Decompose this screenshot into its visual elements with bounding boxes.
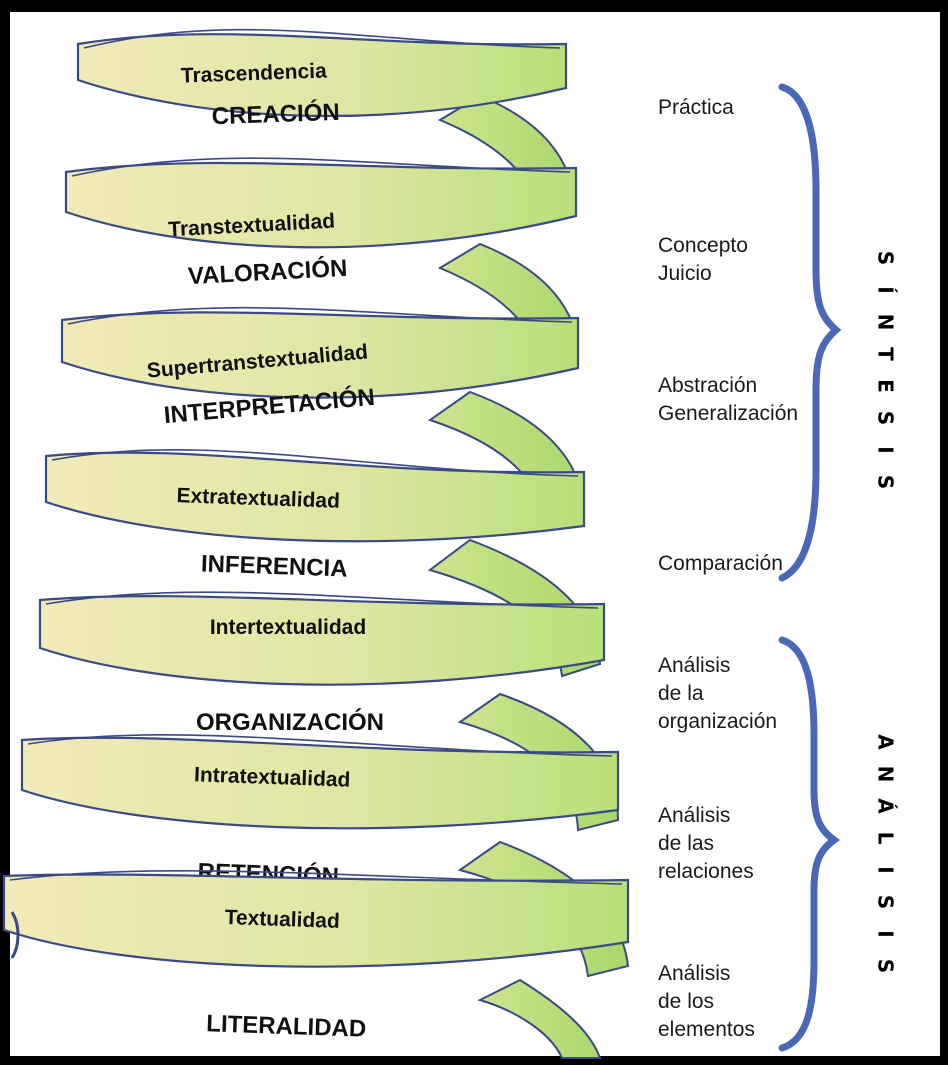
process-line: de las [658, 832, 714, 855]
title-letter: A [874, 734, 898, 750]
title-letter: S [874, 411, 898, 425]
process-line: Abstración [658, 374, 757, 397]
level-top-label-trascendencia: Trascendencia [180, 59, 327, 87]
level-top-label-intertextualidad: Intertextualidad [210, 616, 366, 639]
process-line: Análisis [658, 654, 730, 677]
synthesis-process-practica: Práctica [658, 96, 734, 119]
process-line: Juicio [658, 262, 712, 285]
ribbon [64, 161, 578, 249]
title-letter: N [874, 314, 898, 331]
title-letter: I [874, 930, 898, 937]
analysis-brace [778, 636, 841, 1052]
title-letter: S [874, 959, 898, 973]
ribbon-edge [51, 449, 579, 477]
process-line: de la [658, 682, 704, 705]
title-letter: I [874, 446, 898, 453]
synthesis-brace [778, 83, 842, 582]
title-letter: S [874, 475, 898, 489]
title-letter: Á [874, 798, 898, 814]
title-letter: L [874, 832, 898, 845]
analysis-vertical-title: ANÁ L I S I S [874, 734, 898, 973]
process-line: organización [658, 710, 777, 733]
title-letter: N [874, 766, 898, 783]
title-letter: S [874, 895, 898, 909]
ribbon-edge [67, 306, 573, 325]
level-top-label-textualidad: Textualidad [224, 906, 340, 933]
title-letter: I [874, 866, 898, 873]
synthesis-vertical-title: S Í N T E S I S [874, 251, 898, 489]
ribbon [2, 873, 630, 968]
analysis-process-1: Análisis de la organización [658, 654, 777, 733]
ribbon [76, 33, 568, 118]
ribbon-edge [9, 870, 623, 885]
level-top-label-extratextualidad: Extratextualidad [176, 484, 340, 513]
process-line: Comparación [658, 552, 783, 575]
level-top-label-intratextualidad: Intratextualidad [194, 763, 351, 791]
process-line: Generalización [658, 402, 798, 425]
level-name-inferencia: INFERENCIA [200, 550, 348, 582]
ribbon [20, 736, 620, 830]
level-name-organizacion: ORGANIZACIÓN [196, 708, 384, 736]
process-line: elementos [658, 1018, 755, 1041]
ribbon-edge [71, 157, 571, 177]
level-name-literalidad: LITERALIDAD [206, 1010, 367, 1043]
title-letter: T [874, 347, 898, 361]
analysis-process-3: Análisis de los elementos [658, 962, 755, 1041]
title-letter: E [874, 379, 898, 393]
process-line: Análisis [658, 804, 730, 827]
process-line: Práctica [658, 96, 734, 119]
title-letter: S [874, 251, 898, 265]
analysis-process-2: Análisis de las relaciones [658, 804, 754, 883]
ribbon-edge [45, 591, 599, 609]
edge-mark [10, 911, 20, 959]
title-letter: Í [874, 286, 898, 293]
level-name-creacion: CREACIÓN [211, 98, 340, 130]
process-line: Concepto [658, 234, 748, 257]
helix-twist [477, 978, 602, 1059]
process-line: de los [658, 990, 714, 1013]
synthesis-process-comparacion: Comparación [658, 552, 783, 575]
ribbon-edge [27, 734, 613, 757]
ribbon [44, 451, 586, 543]
ribbon [38, 595, 606, 686]
ribbon-edge [83, 28, 561, 49]
ribbon [60, 311, 580, 399]
process-line: Análisis [658, 962, 730, 985]
process-line: relaciones [658, 860, 754, 883]
